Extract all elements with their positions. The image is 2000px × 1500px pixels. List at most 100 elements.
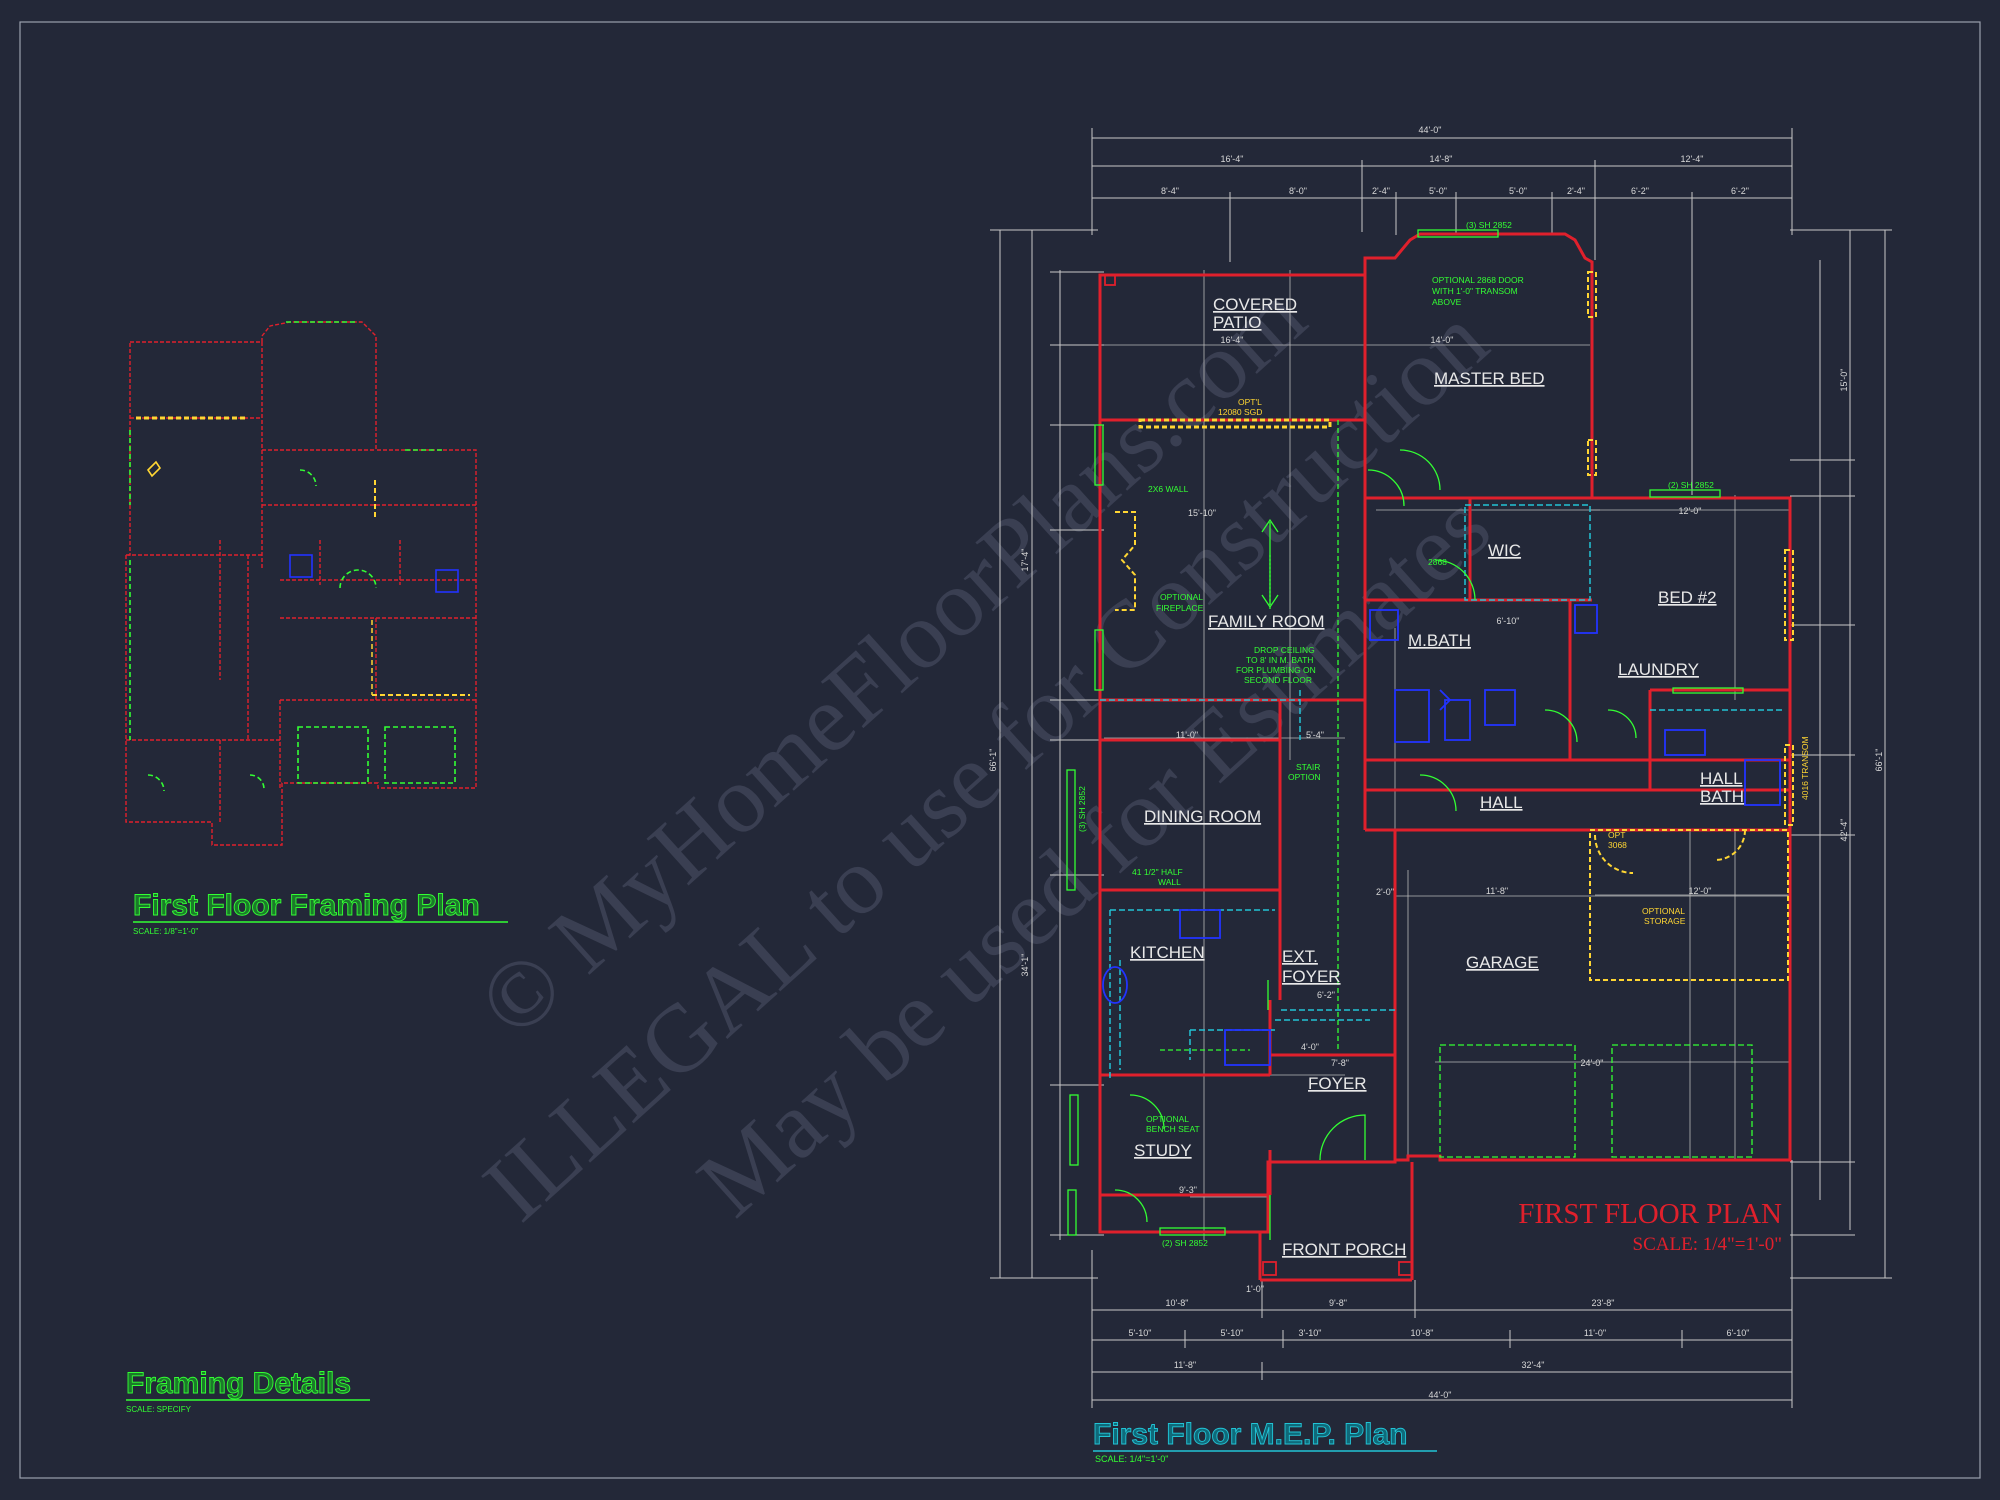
note-stair-2: OPTION: [1288, 772, 1321, 782]
dim-left-mid-1: 17'-4": [1020, 549, 1030, 572]
dim-left-overall: 66'-1": [988, 749, 998, 772]
dim-bottom-r2-2: 5'-10": [1221, 1328, 1244, 1338]
sheet-border: [19, 21, 1981, 1479]
framing-plan-annotations: [129, 321, 470, 792]
dimension-labels: 44'-0" 16'-4" 14'-8" 12'-4" 8'-4" 8'-0" …: [988, 125, 1884, 1400]
dim-int-16: 1'-0": [1246, 1284, 1264, 1294]
note-2x6-wall: 2X6 WALL: [1148, 484, 1189, 494]
optional-items: [1115, 271, 1794, 981]
dim-bottom-r2-4: 10'-8": [1411, 1328, 1434, 1338]
room-family-room: FAMILY ROOM: [1208, 612, 1325, 631]
room-garage: GARAGE: [1466, 953, 1539, 972]
room-laundry: LAUNDRY: [1618, 660, 1699, 679]
room-bed2: BED #2: [1658, 588, 1717, 607]
dim-top-overall: 44'-0": [1419, 125, 1442, 135]
dim-top-r3-4: 5'-0": [1429, 186, 1447, 196]
dim-right-mid-1: 15'-0": [1839, 369, 1849, 392]
dim-top-r2-3: 12'-4": [1681, 154, 1704, 164]
room-labels: COVERED PATIO MASTER BED WIC BED #2 FAMI…: [1130, 295, 1744, 1259]
note-optional-door-1: OPTIONAL 2868 DOOR: [1432, 275, 1524, 285]
dim-int-8: 12'-0": [1689, 886, 1712, 896]
dim-bottom-r2-1: 5'-10": [1129, 1328, 1152, 1338]
note-window-dining: (3) SH 2852: [1077, 786, 1087, 832]
framing-plan-drawing: [125, 321, 477, 846]
room-kitchen: KITCHEN: [1130, 943, 1205, 962]
dim-bottom-r3-2: 32'-4": [1522, 1360, 1545, 1370]
note-storage-2: STORAGE: [1644, 916, 1686, 926]
framing-plan-title: First Floor Framing Plan: [133, 889, 480, 922]
dim-bottom-r2-5: 11'-0": [1584, 1328, 1606, 1338]
dim-int-3: 15'-10": [1188, 508, 1216, 518]
dim-bottom-r2-3: 3'-10": [1299, 1328, 1322, 1338]
framing-plan-scale: SCALE: 1/8"=1'-0": [133, 927, 198, 936]
framing-details-title: Framing Details: [126, 1367, 351, 1400]
note-transom: 4016 TRANSOM: [1800, 736, 1810, 800]
mep-plan-scale: SCALE: 1/4"=1'-0": [1095, 1454, 1168, 1464]
note-opt3068-1: OPT: [1608, 830, 1625, 840]
note-half-wall-1: 41 1/2" HALF: [1132, 867, 1183, 877]
room-m-bath: M.BATH: [1408, 631, 1471, 650]
note-door-2868: 2868: [1428, 557, 1447, 567]
note-drop-ceiling-1: DROP CEILING: [1254, 645, 1315, 655]
plan-notes: OPTIONAL 2868 DOOR WITH 1'-0" TRANSOM AB…: [1077, 220, 1810, 1248]
dim-top-r3-2: 8'-0": [1289, 186, 1307, 196]
porch-posts: [1104, 274, 1413, 1276]
floor-plan-scale: SCALE: 1/4"=1'-0": [1633, 1234, 1782, 1255]
dim-left-mid-2: 34'-1": [1020, 954, 1030, 977]
interior-dimension-lines: [1104, 270, 1790, 1240]
dim-top-r2-1: 16'-4": [1221, 154, 1244, 164]
note-bench-seat-1: OPTIONAL: [1146, 1114, 1189, 1124]
note-drop-ceiling-3: FOR PLUMBING ON: [1236, 665, 1316, 675]
dim-bottom-r2-6: 6'-10": [1727, 1328, 1750, 1338]
room-hall-bath-line1: HALL: [1700, 769, 1743, 788]
floor-plan-title: FIRST FLOOR PLAN: [1518, 1198, 1782, 1230]
dim-bottom-r1-3: 23'-8": [1592, 1298, 1615, 1308]
room-foyer: FOYER: [1308, 1074, 1367, 1093]
dim-int-15: 6'-2": [1317, 990, 1335, 1000]
note-window-study: (2) SH 2852: [1162, 1238, 1208, 1248]
room-front-porch: FRONT PORCH: [1282, 1240, 1406, 1259]
dim-int-4: 11'-0": [1176, 730, 1198, 740]
dim-bottom-r3-1: 11'-8": [1174, 1360, 1196, 1370]
dim-top-r3-1: 8'-4": [1161, 186, 1179, 196]
dim-top-r3-8: 6'-2": [1731, 186, 1749, 196]
room-ext-foyer-line2: FOYER: [1282, 967, 1341, 986]
dim-int-2: 14'-0": [1431, 335, 1454, 345]
note-half-wall-2: WALL: [1158, 877, 1181, 887]
note-drop-ceiling-4: SECOND FLOOR: [1244, 675, 1312, 685]
note-window-bed2: (2) SH 2852: [1668, 480, 1714, 490]
note-sgd-2: 12080 SGD: [1218, 407, 1262, 417]
room-ext-foyer-line1: EXT.: [1282, 947, 1318, 966]
room-hall: HALL: [1480, 793, 1523, 812]
dim-bottom-r1-1: 10'-8": [1166, 1298, 1189, 1308]
note-drop-ceiling-2: TO 8' IN M. BATH: [1246, 655, 1313, 665]
dim-int-14: 2'-0": [1376, 887, 1394, 897]
framing-details-scale: SCALE: SPECIFY: [126, 1405, 192, 1414]
dim-top-r3-5: 5'-0": [1509, 186, 1527, 196]
room-wic: WIC: [1488, 541, 1521, 560]
room-hall-bath-line2: BATH: [1700, 787, 1744, 806]
note-stair-1: STAIR: [1296, 762, 1320, 772]
dim-int-5: 12'-0": [1679, 506, 1702, 516]
dim-top-r3-6: 2'-4": [1567, 186, 1585, 196]
dim-int-9: 6'-10": [1497, 616, 1520, 626]
dim-int-1: 16'-4": [1221, 335, 1244, 345]
plumbing-fixtures: [1102, 604, 1781, 1066]
note-fireplace-2: FIREPLACE: [1156, 603, 1204, 613]
dim-int-6: 11'-8": [1486, 886, 1508, 896]
note-window-top: (3) SH 2852: [1466, 220, 1512, 230]
dim-right-mid-2: 42'-4": [1839, 819, 1849, 842]
dim-int-7: 24'-0": [1581, 1058, 1604, 1068]
note-fireplace-1: OPTIONAL: [1160, 592, 1203, 602]
stair-arrow: [1261, 518, 1279, 609]
room-master-bed: MASTER BED: [1434, 369, 1545, 388]
note-sgd-1: OPT'L: [1238, 397, 1262, 407]
dim-int-12: 7'-8": [1331, 1058, 1349, 1068]
note-optional-door-2: WITH 1'-0" TRANSOM: [1432, 286, 1518, 296]
mep-plan-title: First Floor M.E.P. Plan: [1093, 1418, 1408, 1451]
dim-top-r3-3: 2'-4": [1372, 186, 1390, 196]
room-dining-room: DINING ROOM: [1144, 807, 1261, 826]
room-study: STUDY: [1134, 1141, 1192, 1160]
note-opt3068-2: 3068: [1608, 840, 1627, 850]
